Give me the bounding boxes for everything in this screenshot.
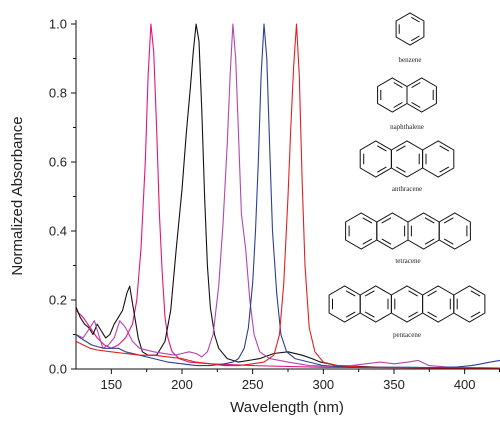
naphthalene-label: naphthalene xyxy=(390,123,424,131)
tetracene-structure xyxy=(345,212,471,250)
x-tick-label: 150 xyxy=(100,377,122,392)
anthracene-structure xyxy=(359,140,455,178)
y-tick-label: 0.0 xyxy=(49,362,67,377)
x-tick-label: 250 xyxy=(242,377,264,392)
benzene-structure xyxy=(395,12,425,46)
x-axis-label: Wavelength (nm) xyxy=(230,399,344,416)
y-tick-label: 0.8 xyxy=(49,86,67,101)
anthracene-label: anthracene xyxy=(392,185,422,193)
series-line-2 xyxy=(75,23,500,369)
benzene-label: benzene xyxy=(399,56,422,64)
y-tick-label: 0.2 xyxy=(49,293,67,308)
naphthalene-structure xyxy=(377,77,437,113)
pentacene-label: pentacene xyxy=(393,331,421,339)
series-group xyxy=(75,23,500,369)
series-line-4 xyxy=(75,23,500,369)
x-tick-label: 350 xyxy=(383,377,405,392)
pentacene-structure xyxy=(328,285,486,323)
y-tick-label: 0.4 xyxy=(49,224,67,239)
x-tick-label: 300 xyxy=(312,377,334,392)
x-tick-label: 200 xyxy=(171,377,193,392)
molecule-structures: benzene naphthalene anthracene tetracene pen… xyxy=(328,12,486,339)
axes: 150 200 250 300 350 400 0.0 0.2 0.4 0.6 0.8 1.0 xyxy=(49,17,500,392)
tetracene-label: tetracene xyxy=(395,257,420,265)
y-tick-label: 0.6 xyxy=(49,155,67,170)
y-tick-label: 1.0 xyxy=(49,17,67,32)
y-axis-label: Normalized Absorbance xyxy=(9,116,26,275)
x-tick-label: 400 xyxy=(454,377,476,392)
